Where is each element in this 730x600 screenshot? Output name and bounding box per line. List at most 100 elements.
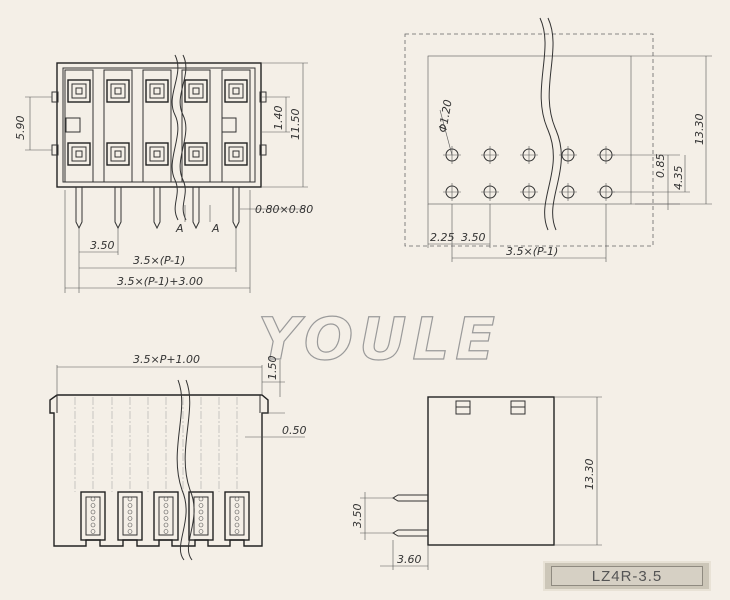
terminal-core <box>153 150 161 158</box>
contact-dot <box>90 516 96 521</box>
top-view-cells <box>64 69 251 183</box>
dim-row-pitch: 4.35 <box>672 166 685 191</box>
contact-dot <box>234 509 240 515</box>
contact-dot <box>90 496 96 502</box>
section-label-a2: A <box>211 222 220 235</box>
terminal-square <box>67 79 91 103</box>
contact-dot <box>127 516 133 521</box>
terminal-inner <box>188 83 204 99</box>
terminal-inner <box>71 146 87 162</box>
latch <box>221 117 237 133</box>
terminal-square <box>184 79 208 103</box>
terminal-square <box>145 79 169 103</box>
dim-pcb-height: 13.30 <box>693 114 706 146</box>
contact-dot <box>234 516 240 521</box>
pin <box>232 187 240 230</box>
pcb-layout: Φ1.20 0.85 4.35 13.30 2.25 3.50 3.5×(P-1… <box>404 17 712 262</box>
contact-dot <box>234 503 240 508</box>
dim-height-left: 5.90 <box>14 116 27 141</box>
terminal-core <box>232 87 240 95</box>
terminal-square <box>224 142 248 166</box>
dim-side-height: 13.30 <box>583 459 596 491</box>
contact-dot <box>163 509 169 515</box>
dim-height-total: 11.50 <box>289 109 302 141</box>
contact-dot <box>90 503 96 508</box>
pcb-holes <box>443 146 615 201</box>
top-cell <box>181 69 211 183</box>
contact-dot <box>163 503 169 508</box>
contact-dot <box>90 509 96 515</box>
contact-dot <box>163 516 169 521</box>
dim-pitch: 3.50 <box>90 239 115 252</box>
side-view: 13.30 3.50 3.60 <box>351 396 602 570</box>
top-cell <box>142 69 172 183</box>
pin <box>192 187 200 230</box>
dim-side-pin-length: 3.60 <box>397 553 422 566</box>
dim-row-offset: 0.85 <box>654 154 667 179</box>
dim-front-side: 0.50 <box>282 424 307 437</box>
pin <box>153 187 161 230</box>
terminal-core <box>153 87 161 95</box>
front-view-cells <box>74 397 250 541</box>
contact-dot <box>234 496 240 502</box>
terminal-square <box>106 142 130 166</box>
brand-logo: YOULE <box>258 305 501 373</box>
terminal-square <box>184 142 208 166</box>
terminal-inner <box>188 146 204 162</box>
terminal-inner <box>110 146 126 162</box>
contact-dot <box>163 529 169 534</box>
contact-dot <box>127 509 133 515</box>
front-view: 3.5×P+1.00 1.50 0.50 <box>49 353 307 561</box>
front-cell <box>117 491 143 541</box>
terminal-inner <box>228 83 244 99</box>
terminal-inner <box>149 83 165 99</box>
contact-dot <box>163 522 169 528</box>
dim-height-small: 1.40 <box>272 106 285 131</box>
terminal-inner <box>71 83 87 99</box>
front-cell <box>188 491 214 541</box>
terminal-core <box>75 87 83 95</box>
contact-dot <box>198 516 204 521</box>
contact-dot <box>127 496 133 502</box>
contact-dot <box>234 529 240 534</box>
latch <box>65 117 81 133</box>
contact-dot <box>127 522 133 528</box>
dim-front-width: 3.5×P+1.00 <box>133 353 200 366</box>
front-cell <box>224 491 250 541</box>
pin <box>75 187 83 230</box>
contact-dot <box>90 522 96 528</box>
top-view: A A 5.90 1.40 11.50 0.80×0.80 3.50 3.5×(… <box>14 54 313 293</box>
contact-dot <box>198 509 204 515</box>
contact-dot <box>163 496 169 502</box>
contact-dot <box>127 529 133 534</box>
front-cell <box>80 491 106 541</box>
part-number-label: LZ4R-3.5 <box>551 566 703 586</box>
dim-side-pin-pitch: 3.50 <box>351 504 364 529</box>
dim-span-total: 3.5×(P-1)+3.00 <box>117 275 203 288</box>
dim-span-pitch: 3.5×(P-1) <box>133 254 185 267</box>
terminal-square <box>145 142 169 166</box>
contact-dot <box>198 503 204 508</box>
dim-pcb-pitch: 3.50 <box>461 231 486 244</box>
dim-pcb-edge: 2.25 <box>430 231 455 244</box>
dim-pin-size: 0.80×0.80 <box>255 203 313 216</box>
terminal-square <box>106 79 130 103</box>
contact-dot <box>198 522 204 528</box>
terminal-core <box>114 150 122 158</box>
contact-dot <box>234 522 240 528</box>
terminal-inner <box>110 83 126 99</box>
dim-front-top: 1.50 <box>266 356 279 381</box>
terminal-inner <box>228 146 244 162</box>
terminal-core <box>232 150 240 158</box>
dim-pcb-span: 3.5×(P-1) <box>506 245 558 258</box>
terminal-core <box>192 150 200 158</box>
terminal-core <box>114 87 122 95</box>
contact-dot <box>198 529 204 534</box>
section-label-a1: A <box>175 222 184 235</box>
front-cell <box>153 491 179 541</box>
terminal-core <box>75 150 83 158</box>
terminal-core <box>192 87 200 95</box>
contact-dot <box>90 529 96 534</box>
dim-hole-dia: Φ1.20 <box>436 99 455 134</box>
terminal-square <box>67 142 91 166</box>
